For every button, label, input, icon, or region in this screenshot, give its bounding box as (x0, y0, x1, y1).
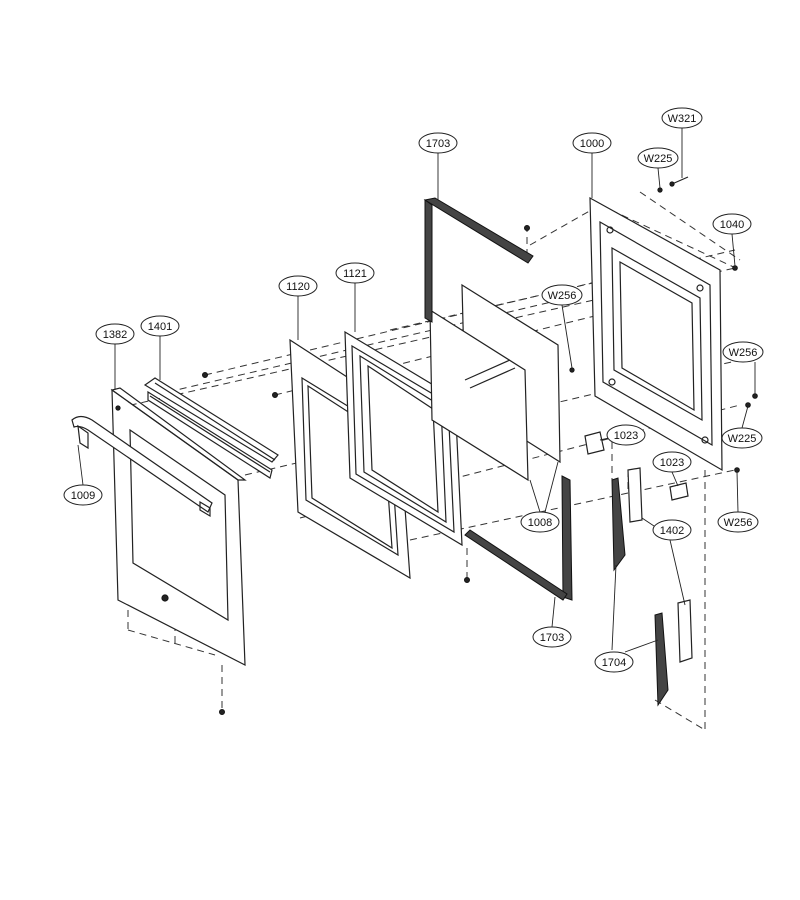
callout-1008: 1008 (520, 511, 560, 533)
callout-1401: 1401 (140, 315, 180, 337)
gasket-top (423, 197, 534, 323)
callout-W225-right: W225 (721, 427, 763, 449)
svg-text:W321: W321 (668, 113, 697, 125)
callout-1402: 1402 (652, 519, 692, 541)
callout-1000: 1000 (572, 132, 612, 154)
callout-1023-right: 1023 (652, 451, 692, 473)
callout-W256-bottom: W256 (717, 511, 759, 533)
svg-text:1703: 1703 (540, 632, 564, 644)
inner-door-frame (589, 196, 723, 472)
screws (115, 176, 758, 716)
svg-text:W256: W256 (729, 347, 758, 359)
callout-W321: W321 (661, 107, 703, 129)
svg-text:1402: 1402 (660, 525, 684, 537)
svg-text:1120: 1120 (286, 281, 310, 293)
vent-trim (143, 371, 279, 479)
svg-text:1023: 1023 (614, 430, 638, 442)
callout-W225-top: W225 (637, 147, 679, 169)
callout-1023-left: 1023 (606, 424, 646, 446)
svg-text:1000: 1000 (580, 138, 604, 150)
svg-text:1382: 1382 (103, 329, 127, 341)
svg-text:1040: 1040 (720, 219, 744, 231)
callout-1703-top: 1703 (418, 132, 458, 154)
glass-pane (429, 283, 561, 482)
callout-W256-center: W256 (541, 284, 583, 306)
svg-text:W256: W256 (724, 517, 753, 529)
hinge-clip-left (584, 431, 605, 455)
svg-text:1008: 1008 (528, 517, 552, 529)
svg-text:1401: 1401 (148, 321, 172, 333)
leader-lines (77, 128, 756, 653)
gasket-bottom (464, 475, 573, 601)
callout-1040: 1040 (712, 213, 752, 235)
svg-text:W225: W225 (644, 153, 673, 165)
hinge-upper (611, 467, 643, 572)
callout-1120: 1120 (278, 275, 318, 297)
door-handle (71, 415, 213, 518)
hinge-clip-right (669, 482, 689, 501)
svg-text:W256: W256 (548, 290, 577, 302)
callout-1704: 1704 (594, 651, 634, 673)
svg-text:1703: 1703 (426, 138, 450, 150)
svg-text:1023: 1023 (660, 457, 684, 469)
hinge-lower (654, 599, 693, 707)
callout-1703-bottom: 1703 (532, 626, 572, 648)
svg-text:1009: 1009 (71, 490, 95, 502)
callout-1121: 1121 (335, 262, 375, 284)
svg-text:1121: 1121 (343, 268, 367, 280)
svg-text:W225: W225 (728, 433, 757, 445)
callout-1382: 1382 (95, 323, 135, 345)
callout-1009: 1009 (63, 484, 103, 506)
callout-W256-right: W256 (722, 341, 764, 363)
svg-text:1704: 1704 (602, 657, 626, 669)
